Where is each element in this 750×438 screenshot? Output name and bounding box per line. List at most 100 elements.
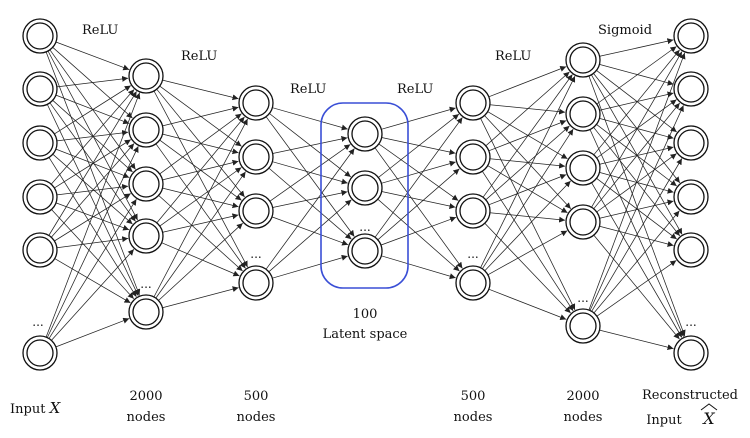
node-input-1: [22, 71, 58, 107]
node-enc1-1: [128, 112, 164, 148]
node-inner-ring: [132, 170, 160, 198]
edge-dec1-1-to-dec2-0: [485, 71, 570, 147]
ellipsis-output: ...: [685, 315, 696, 329]
edge-dec1-0-to-dec2-4: [480, 118, 576, 311]
node-input-5: [22, 335, 58, 371]
node-output-2: [673, 125, 709, 161]
node-input-0: [22, 18, 58, 54]
edge-enc2-2-to-latent-0: [269, 144, 351, 202]
edge-dec2-3-to-output-5: [593, 234, 680, 340]
node-enc1-2: [128, 166, 164, 202]
edge-latent-1-to-dec1-2: [381, 191, 456, 209]
edge-input-4-to-enc1-1: [51, 143, 135, 238]
node-enc1-4: [128, 294, 164, 330]
caption-output-line2: Input: [646, 413, 682, 428]
edge-dec2-0-to-output-2: [596, 70, 677, 133]
edge-enc1-3-to-enc2-2: [162, 213, 239, 233]
edge-latent-0-to-dec1-0: [381, 106, 456, 130]
latent-space-box: [320, 102, 409, 289]
node-inner-ring: [26, 183, 54, 211]
node-inner-ring: [351, 237, 379, 265]
node-inner-ring: [132, 62, 160, 90]
edge-dec1-2-to-dec2-4: [484, 223, 571, 314]
edge-latent-2-to-dec1-3: [381, 255, 456, 280]
node-dec2-0: [565, 42, 601, 78]
node-inner-ring: [569, 154, 597, 182]
edge-enc2-3-to-latent-2: [272, 254, 348, 279]
edge-input-3-to-enc1-0: [50, 89, 135, 185]
node-dec2-3: [565, 204, 601, 240]
node-inner-ring: [459, 143, 487, 171]
edge-enc1-4-to-enc2-3: [162, 286, 239, 309]
node-inner-ring: [242, 143, 270, 171]
edge-dec1-3-to-dec2-2: [484, 180, 571, 271]
node-inner-ring: [677, 22, 705, 50]
edge-latent-1-to-dec1-0: [378, 113, 460, 178]
ellipsis-enc2: ...: [250, 247, 261, 261]
edge-dec2-2-to-output-5: [591, 182, 683, 338]
edge-dec1-3-to-dec2-3: [487, 230, 568, 276]
edge-input-0-to-enc1-0: [55, 41, 130, 71]
node-enc2-2: [238, 193, 274, 229]
node-inner-ring: [459, 197, 487, 225]
node-inner-ring: [242, 269, 270, 297]
edge-input-4-to-enc1-4: [54, 258, 131, 304]
ellipsis-dec2: ...: [577, 291, 588, 305]
node-enc1-0: [128, 58, 164, 94]
node-inner-ring: [132, 116, 160, 144]
edge-latent-1-to-dec1-3: [377, 198, 460, 272]
node-inner-ring: [26, 236, 54, 264]
caption-input: Input X: [10, 399, 62, 417]
node-output-4: [673, 232, 709, 268]
edge-enc1-3-to-enc2-3: [161, 242, 240, 277]
edge-dec2-4-to-output-3: [593, 210, 680, 314]
output-symbol: X: [701, 409, 715, 428]
edge-latent-2-to-dec1-0: [374, 117, 463, 238]
node-latent-2: [347, 233, 383, 269]
connection-edges: [45, 38, 686, 351]
edge-dec1-1-to-dec2-4: [481, 170, 574, 312]
activation-label-enc1: ReLU: [181, 49, 217, 64]
ellipsis-dec1: ...: [467, 247, 478, 261]
edge-enc2-3-to-latent-1: [268, 199, 352, 273]
node-dec1-3: [455, 265, 491, 301]
node-inner-ring: [26, 22, 54, 50]
edge-input-5-to-enc1-4: [55, 317, 130, 348]
edge-input-1-to-enc1-4: [46, 104, 139, 296]
edge-enc1-2-to-enc2-0: [159, 113, 242, 175]
node-inner-ring: [459, 269, 487, 297]
node-dec2-2: [565, 150, 601, 186]
edge-dec1-1-to-dec2-3: [487, 165, 568, 214]
edge-input-2-to-enc1-4: [48, 157, 137, 297]
edge-dec1-1-to-dec2-2: [489, 158, 566, 169]
edge-input-1-to-enc1-0: [56, 75, 129, 88]
node-enc2-1: [238, 139, 274, 175]
edge-enc1-1-to-enc2-0: [162, 105, 239, 127]
node-inner-ring: [132, 298, 160, 326]
activation-label-input: ReLU: [82, 23, 118, 38]
edge-input-5-to-enc1-2: [48, 199, 137, 339]
caption-output-line1: Reconstructed: [642, 388, 738, 403]
edge-enc1-2-to-enc2-3: [158, 195, 243, 272]
edge-latent-2-to-dec1-1: [377, 168, 460, 241]
node-latent-0: [347, 116, 383, 152]
edge-dec1-2-to-dec2-0: [482, 74, 573, 198]
input-symbol: X: [49, 399, 62, 417]
edge-enc2-2-to-latent-1: [272, 190, 348, 208]
edge-dec2-1-to-output-0: [596, 46, 677, 105]
edge-dec2-4-to-output-2: [591, 158, 683, 312]
edge-input-5-to-enc1-0: [45, 92, 141, 338]
edge-input-1-to-enc1-3: [49, 102, 136, 222]
edge-dec1-2-to-dec2-1: [485, 125, 570, 201]
edge-dec2-1-to-output-1: [599, 91, 674, 111]
node-input-3: [22, 179, 58, 215]
edge-input-1-to-enc1-2: [52, 100, 133, 173]
edge-latent-2-to-dec1-2: [380, 216, 457, 246]
edge-enc1-1-to-enc2-1: [162, 133, 239, 155]
edge-dec2-3-to-output-1: [593, 102, 680, 210]
node-enc1-3: [128, 218, 164, 254]
edge-input-2-to-enc1-0: [54, 85, 132, 135]
neuron-nodes: .....................: [22, 18, 709, 371]
node-output-5: [673, 335, 709, 371]
edge-dec2-2-to-output-1: [596, 99, 677, 159]
